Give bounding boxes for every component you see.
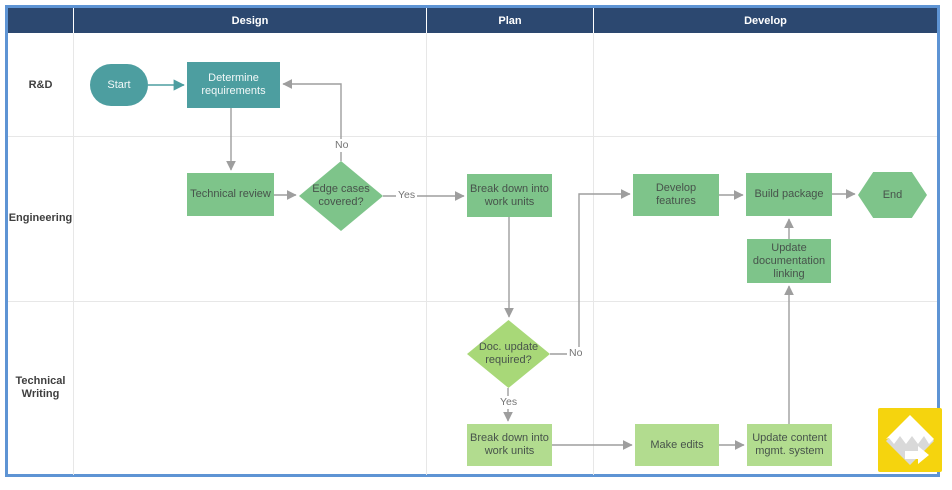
lane-label-rd: R&D	[28, 79, 53, 91]
edge-label-yes: Yes	[498, 396, 520, 409]
lane-divider-rd-engineering	[8, 136, 937, 137]
header-plan-label: Plan	[498, 14, 522, 27]
node-start[interactable]: Start	[90, 64, 148, 106]
node-label: Determine requirements	[201, 72, 266, 97]
node-label: Develop features	[655, 182, 697, 207]
lane-divider-engineering-writing	[8, 301, 937, 302]
lane-label-engineering: Engineering	[8, 212, 73, 224]
node-label: Technical review	[190, 188, 271, 200]
node-make-edits[interactable]: Make edits	[635, 424, 719, 466]
node-label: Update documentation linking	[752, 241, 826, 280]
header-design: Design	[74, 8, 426, 33]
lane-label-technical-writing: Technical Writing	[15, 375, 66, 400]
node-label: Update content mgmt. system	[752, 432, 827, 457]
node-label: Break down into work units	[470, 182, 549, 208]
header-develop: Develop	[594, 8, 937, 33]
node-label: Doc. update required?	[478, 341, 539, 366]
node-update-content-mgmt-system[interactable]: Update content mgmt. system	[747, 424, 832, 466]
node-build-package[interactable]: Build package	[746, 173, 832, 216]
edge-label-no: No	[567, 347, 585, 360]
header-plan: Plan	[427, 8, 593, 33]
header-design-label: Design	[231, 14, 269, 27]
node-end[interactable]: End	[858, 172, 927, 218]
node-label: Break down into work units	[470, 432, 549, 457]
header-develop-label: Develop	[744, 14, 787, 27]
node-determine-requirements[interactable]: Determine requirements	[187, 62, 280, 108]
header-corner	[8, 8, 73, 33]
node-update-documentation-linking[interactable]: Update documentation linking	[747, 239, 831, 283]
node-label: Build package	[754, 188, 824, 200]
node-develop-features[interactable]: Develop features	[633, 174, 719, 216]
node-label: Make edits	[650, 438, 704, 451]
edge-label-yes: Yes	[396, 189, 418, 202]
node-label: Start	[107, 78, 131, 91]
node-label: End	[882, 188, 903, 201]
lucid-watermark-svg	[878, 408, 942, 472]
node-break-down-work-units-writing[interactable]: Break down into work units	[467, 424, 552, 466]
lucid-watermark-icon[interactable]	[878, 408, 942, 472]
column-divider-plan-develop	[593, 33, 594, 475]
node-label: Edge cases covered?	[312, 183, 370, 208]
lane-label-divider	[73, 33, 74, 475]
phase-header-row: Design Plan Develop	[8, 8, 937, 33]
column-divider-design-plan	[426, 33, 427, 475]
node-break-down-work-units-plan[interactable]: Break down into work units	[467, 174, 552, 217]
edge-label-no: No	[333, 139, 351, 152]
node-technical-review[interactable]: Technical review	[187, 173, 274, 216]
